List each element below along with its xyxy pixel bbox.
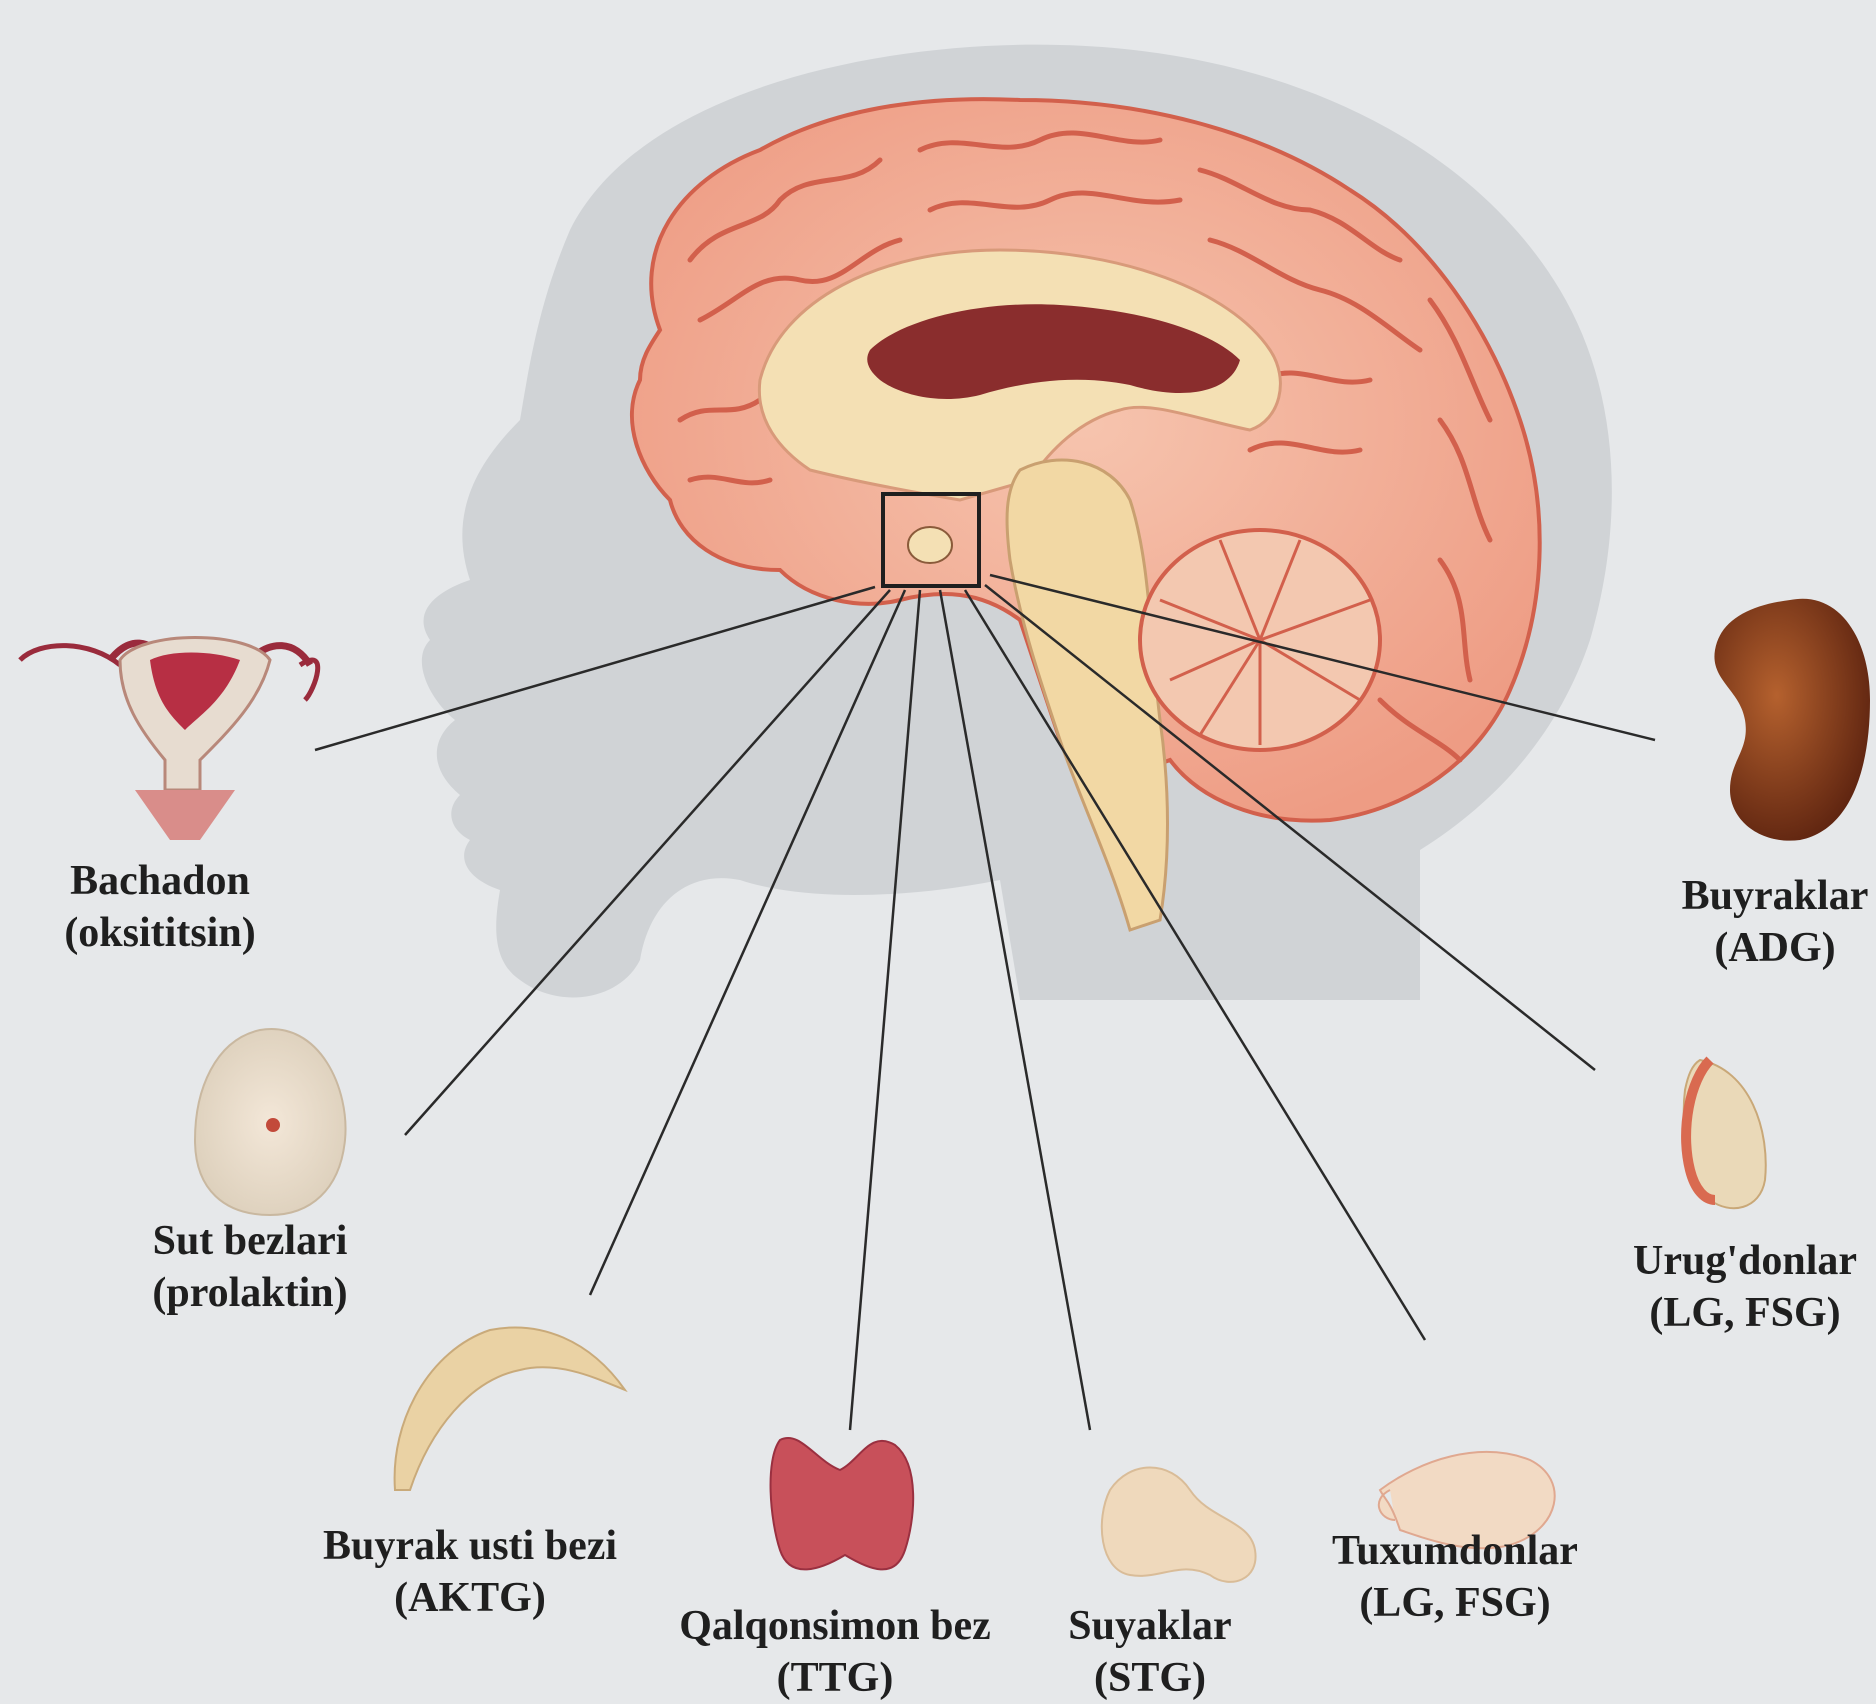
label-uterus: Bachadon (oksititsin) <box>64 855 255 959</box>
hormone-name: (TTG) <box>679 1652 991 1704</box>
adrenal-gland-illustration <box>395 1328 625 1491</box>
kidney-illustration <box>1714 599 1870 841</box>
organ-name: Qalqonsimon bez <box>679 1600 991 1652</box>
hormone-name: (LG, FSG) <box>1332 1577 1578 1629</box>
hormone-name: (prolaktin) <box>152 1267 347 1319</box>
organ-name: Buyrak usti bezi <box>323 1520 617 1572</box>
bone-illustration <box>1102 1468 1256 1582</box>
organ-name: Buyraklar <box>1682 870 1869 922</box>
organ-name: Bachadon <box>64 855 255 907</box>
label-kidneys: Buyraklar (ADG) <box>1682 870 1869 974</box>
label-ovaries: Tuxumdonlar (LG, FSG) <box>1332 1525 1578 1629</box>
pituitary-gland <box>908 527 952 563</box>
hormone-name: (LG, FSG) <box>1633 1287 1857 1339</box>
mammary-gland-illustration <box>195 1029 346 1215</box>
thyroid-illustration <box>771 1438 914 1569</box>
testis-illustration <box>1684 1060 1766 1208</box>
organ-name: Sut bezlari <box>152 1215 347 1267</box>
organ-name: Tuxumdonlar <box>1332 1525 1578 1577</box>
organ-name: Urug'donlar <box>1633 1235 1857 1287</box>
hormone-name: (oksititsin) <box>64 907 255 959</box>
hormone-name: (ADG) <box>1682 922 1869 974</box>
label-mammary-glands: Sut bezlari (prolaktin) <box>152 1215 347 1319</box>
label-bones: Suyaklar (STG) <box>1068 1600 1231 1704</box>
label-thyroid-gland: Qalqonsimon bez (TTG) <box>679 1600 991 1704</box>
organ-name: Suyaklar <box>1068 1600 1231 1652</box>
hormone-name: (STG) <box>1068 1652 1231 1704</box>
label-adrenal-gland: Buyrak usti bezi (AKTG) <box>323 1520 617 1624</box>
hormone-name: (AKTG) <box>323 1572 617 1624</box>
uterus-illustration <box>20 638 318 841</box>
label-testes: Urug'donlar (LG, FSG) <box>1633 1235 1857 1339</box>
